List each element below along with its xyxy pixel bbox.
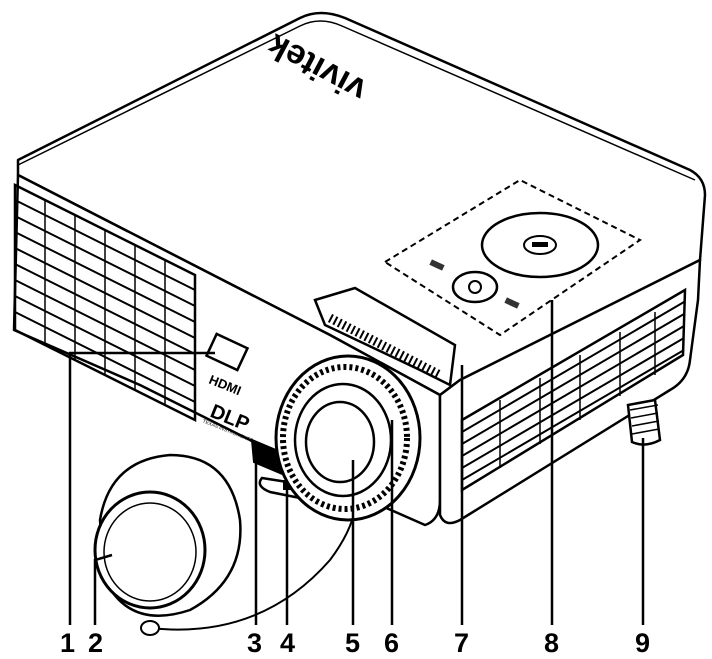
front-vent-grille	[13, 182, 197, 423]
callout-7: 7	[454, 628, 469, 658]
power-button[interactable]	[451, 270, 499, 304]
callout-lines	[68, 300, 645, 625]
led-indicator-2	[504, 297, 520, 309]
lens-glass	[304, 400, 376, 484]
callout-6: 6	[384, 628, 399, 658]
callout-8: 8	[544, 628, 559, 658]
callout-9: 9	[635, 628, 650, 658]
control-panel-outline	[383, 178, 642, 337]
callout-4: 4	[280, 628, 295, 658]
callout-numbers: 1 2 3 4 5 6 7 8 9	[60, 628, 650, 658]
callout-1: 1	[60, 628, 75, 658]
callout-3: 3	[247, 628, 262, 658]
lens-cap	[93, 453, 242, 636]
led-indicator-1	[429, 259, 445, 271]
callout-5: 5	[345, 628, 360, 658]
zoom-lever-housing	[313, 286, 457, 387]
control-panel	[383, 178, 642, 337]
lens-assembly	[274, 354, 422, 522]
side-face	[438, 258, 702, 525]
adjustable-foot	[626, 398, 662, 446]
ir-receiver	[204, 332, 250, 372]
callout-2: 2	[88, 628, 103, 658]
